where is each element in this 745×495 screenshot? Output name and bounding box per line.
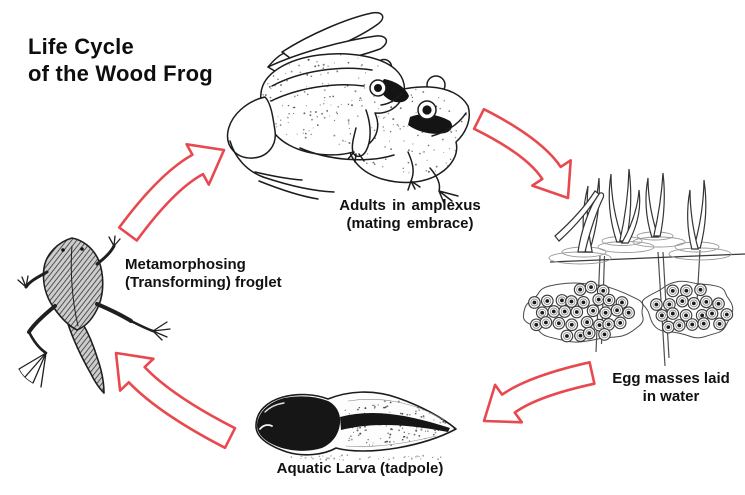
male-frog-mask [379,79,409,103]
water-line [549,253,745,263]
female-frog-hind-foot [429,167,459,204]
froglet-body [42,237,104,331]
arrow-adults-to-eggs [472,107,572,200]
bent-grass-blade [577,192,605,253]
male-frog-mouth [380,92,403,106]
water-ripple [632,236,686,248]
grass-blade [687,189,699,250]
grass-blade [653,172,665,237]
egg-masses-illustration [522,168,745,367]
froglet-illustration [17,235,171,394]
male-frog-front-leg [351,109,371,158]
female-frog-mask [408,114,453,134]
label-adults-amplexus: Adults in amplexus (mating embrace) [339,197,481,232]
submerged-stem [657,251,666,367]
froglet-spine [70,245,79,327]
grass-blade [619,168,632,242]
female-frog-front-leg [407,151,421,191]
male-frog-dorsal-fold [270,84,365,102]
froglet-front-right-leg [95,244,116,266]
tadpole-head [257,396,341,451]
froglet-webbed-foot [18,352,47,388]
grass-blade [693,179,707,249]
tadpole-tail-stripe [340,412,450,432]
arrow-eggs-to-tadpole [482,361,596,424]
male-frog-toe [254,171,303,181]
title-line-1: Life Cycle [28,34,134,59]
froglet-eye [61,248,65,252]
froglet-tail [67,323,105,394]
arrow-tadpole-to-froglet [114,351,237,450]
adults-amplexus-illustration [226,11,470,204]
label-aquatic-larva: Aquatic Larva (tadpole) [276,460,444,477]
water-ripple [548,251,612,265]
froglet-front-left-leg [24,270,49,289]
female-frog-mouth [431,112,467,137]
froglet-hind-left-leg [27,304,57,334]
grass-blade [608,173,625,243]
tadpole-illustration [255,391,457,461]
froglet-hind-right-leg [95,302,133,323]
label-egg-masses: Egg masses laid in water [612,370,730,405]
male-frog-toe [262,176,335,193]
bent-grass-blade [554,190,600,242]
cycle-arrows [114,107,596,450]
label-metamorphosing-froglet: Metamorphosing (Transforming) froglet [125,256,282,291]
male-frog-toe [258,180,319,200]
tadpole-fin-line [345,435,437,447]
diagram-title: Life Cycle of the Wood Frog [28,33,213,87]
frog-belly-line [299,147,395,161]
arrow-froglet-to-adults [117,143,226,242]
froglet-eye [80,247,84,251]
grass-blade [620,189,641,244]
grass-blade [645,177,660,238]
male-frog-shin [229,140,264,178]
title-line-2: of the Wood Frog [28,61,213,86]
male-frog-dorsal-fold [271,67,373,87]
froglet-toes [152,321,171,341]
tadpole-mouth [259,424,273,430]
tadpole-fin-line [347,399,445,421]
male-frog-hind-leg [226,96,276,159]
